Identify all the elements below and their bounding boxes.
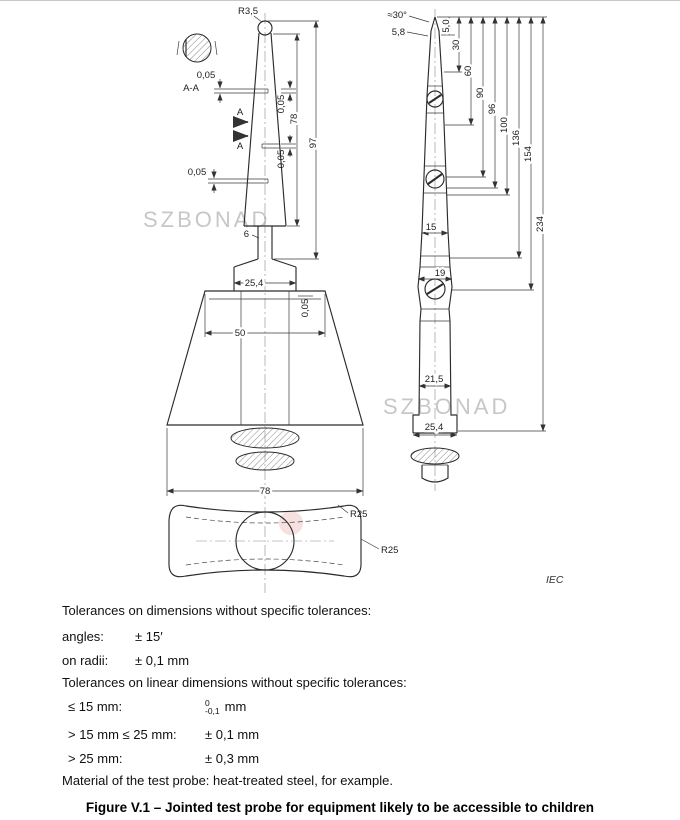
front-width-dim: 78	[166, 428, 364, 500]
tolerance-linear-heading: Tolerances on linear dimensions without …	[62, 675, 407, 690]
dim-60: 60	[463, 66, 474, 77]
tip-width-label: 5,8	[392, 27, 405, 38]
angles-row: angles: ± 15′	[62, 629, 680, 645]
side-ring-section	[410, 447, 460, 465]
iec-label: IEC	[546, 574, 564, 586]
figure-caption: Figure V.1 – Jointed test probe for equi…	[85, 800, 595, 815]
dim-30: 30	[451, 40, 462, 51]
front-stem-dims: 6 25,4 0,05	[233, 229, 313, 318]
dim-25-4: 25,4	[425, 422, 444, 433]
handle-body: R25 R25	[168, 504, 398, 578]
guard-tolerance: 0,05	[300, 299, 311, 318]
linear-tol-row-3: > 25 mm: ± 0,3 mm	[68, 751, 680, 767]
dim-96: 96	[487, 104, 498, 115]
ring-sections	[230, 427, 300, 471]
cut-a-label-bottom: A	[237, 141, 244, 152]
side-width-dims: 15 19 21,5 25,4	[412, 220, 458, 438]
front-left-tolerance-dims: 0,05 0,05	[188, 70, 254, 193]
joint-screw-1	[426, 90, 444, 108]
tip-length-label: 5,0	[441, 19, 452, 32]
side-length-dims: 30 60 90 96 100 136 154 234	[437, 16, 549, 432]
section-aa-detail: A-A	[176, 33, 218, 94]
dim-21-5: 21,5	[425, 374, 444, 385]
watermark-text: SZBONAD	[383, 394, 510, 419]
tolerance-upper: 0	[205, 698, 210, 708]
radii-label: on radii:	[62, 653, 109, 668]
linear-tol-3-label: > 25 mm:	[68, 751, 123, 766]
radii-row: on radii: ± 0,1 mm	[62, 653, 680, 669]
front-view: A-A R3,5	[166, 6, 398, 593]
watermark-text: SZBONAD	[143, 207, 270, 232]
linear-tol-row-1: ≤ 15 mm: 0 -0,1 mm	[68, 698, 680, 716]
dim-154: 154	[523, 146, 534, 162]
watermark-layer: SZBONAD SZBONAD	[143, 207, 510, 535]
tip-radius-label: R3,5	[238, 6, 258, 17]
linear-tol-2-label: > 15 mm ≤ 25 mm:	[68, 727, 177, 742]
watermark-logo	[279, 511, 303, 535]
front-probe-outline	[233, 15, 297, 291]
linear-tol-1-label: ≤ 15 mm:	[68, 699, 123, 714]
front-length-dims: 78 97	[268, 20, 322, 260]
linear-tol-2-value: ± 0,1 mm	[205, 727, 260, 742]
angles-value: ± 15′	[135, 629, 163, 644]
joint-screw-2	[425, 169, 445, 189]
slit3-tolerance: 0,05	[276, 150, 287, 169]
linear-tol-1-unit: mm	[224, 699, 247, 714]
dim-234: 234	[535, 216, 546, 232]
stem-6-label: 6	[244, 229, 249, 240]
dim-19: 19	[435, 268, 446, 279]
angles-label: angles:	[62, 629, 104, 644]
guard-body: 50	[166, 290, 364, 426]
handle-r25-label-2: R25	[381, 545, 398, 556]
section-aa-label: A-A	[183, 83, 200, 94]
dim-90: 90	[475, 88, 486, 99]
linear-tol-3-value: ± 0,3 mm	[205, 751, 260, 766]
slit1-right-tolerance: 0,05	[276, 95, 287, 114]
tolerance-lower: -0,1	[205, 706, 220, 716]
technical-drawing: SZBONAD SZBONAD A-A	[143, 6, 564, 593]
length-97-label: 97	[308, 138, 319, 149]
dim-136: 136	[511, 130, 522, 146]
side-view: ≈30° 5,8 5,0 30 60 90 96 100	[387, 9, 549, 491]
side-tip-dims: ≈30° 5,8 5,0	[387, 10, 455, 38]
radii-value: ± 0,1 mm	[135, 653, 190, 668]
guard-50-label: 50	[235, 328, 246, 339]
tip-angle-label: ≈30°	[387, 10, 407, 21]
tolerance-general-heading: Tolerances on dimensions without specifi…	[62, 603, 372, 618]
linear-tol-row-2: > 15 mm ≤ 25 mm: ± 0,1 mm	[68, 727, 680, 743]
handle-r25-label-1: R25	[350, 509, 367, 520]
slit1-tolerance: 0,05	[197, 70, 216, 81]
cut-a-label-top: A	[237, 107, 244, 118]
material-note: Material of the test probe: heat-treated…	[62, 773, 393, 788]
linear-tol-1-stacked-value: 0 -0,1	[205, 698, 220, 716]
notes-section: Tolerances on dimensions without specifi…	[62, 603, 680, 789]
side-end-cap	[421, 465, 449, 483]
front-right-tolerance-dims: 0,05 0,05	[276, 80, 296, 168]
width-78-label: 78	[260, 486, 271, 497]
slit2-tolerance: 0,05	[188, 167, 207, 178]
dim-100: 100	[499, 117, 510, 133]
flare-25-4-label: 25,4	[245, 278, 264, 289]
dim-15: 15	[426, 222, 437, 233]
section-cut-marks: A A	[232, 107, 249, 152]
length-78-label: 78	[289, 114, 300, 125]
